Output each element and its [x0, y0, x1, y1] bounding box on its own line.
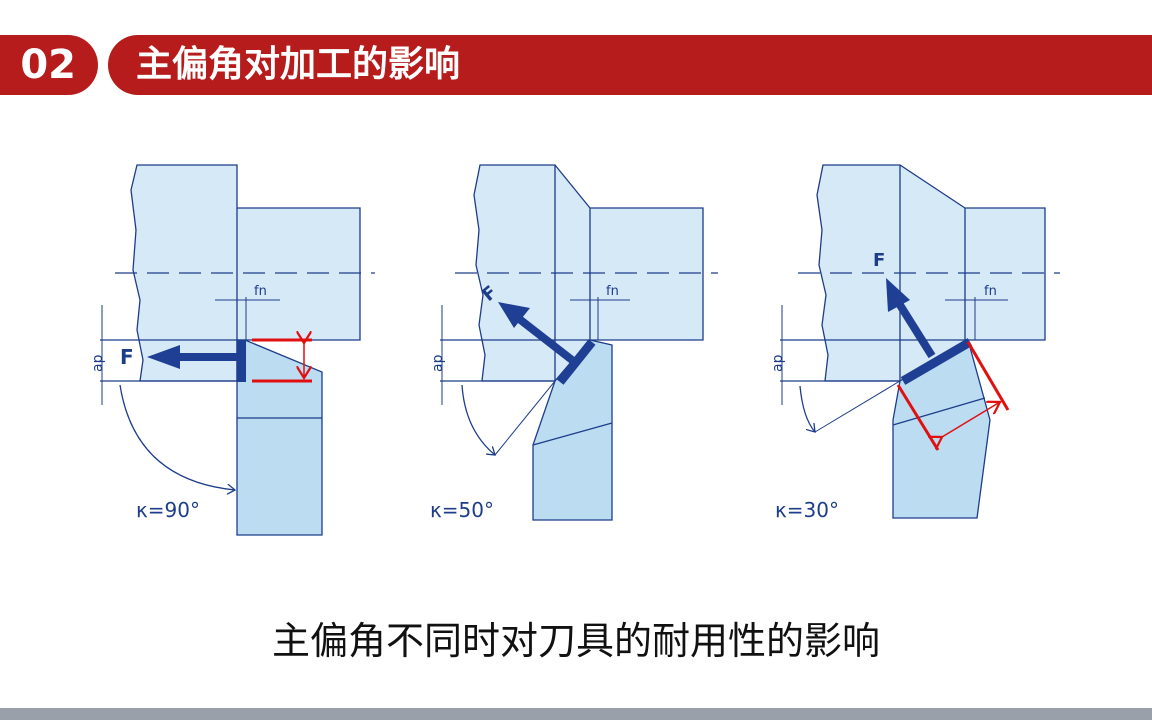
caption: 主偏角不同时对刀具的耐用性的影响 — [271, 619, 880, 663]
feed-label-2: fn — [606, 284, 619, 299]
angle-label-2: κ=50° — [430, 498, 494, 522]
cutting-edge — [556, 339, 596, 385]
diagram-kappa-50 — [440, 164, 718, 521]
angle-arc — [461, 384, 495, 455]
diagram-kappa-30 — [780, 164, 1060, 519]
cutting-edge — [900, 338, 973, 385]
page-title: 主偏角对加工的影响 — [108, 35, 1152, 95]
section-number: 02 — [0, 35, 98, 95]
diagram-kappa-90 — [100, 164, 375, 536]
force-arrow — [886, 278, 910, 312]
bottom-bar — [0, 708, 1152, 720]
depth-label-1: ap — [90, 354, 106, 372]
cutting-edge — [237, 340, 246, 382]
force-arrow — [147, 345, 237, 369]
depth-label-2: ap — [430, 354, 446, 372]
tool — [236, 339, 323, 536]
feed-label-1: fn — [254, 284, 267, 299]
depth-label-3: ap — [770, 354, 786, 372]
angle-arc — [799, 385, 815, 432]
angle-label-1: κ=90° — [136, 498, 200, 522]
angle-label-3: κ=30° — [775, 498, 839, 522]
force-label-1: F — [120, 345, 134, 369]
force-arrow — [498, 302, 530, 328]
feed-label-3: fn — [984, 284, 997, 299]
force-label-3: F — [873, 250, 885, 271]
angle-arc — [119, 384, 235, 490]
